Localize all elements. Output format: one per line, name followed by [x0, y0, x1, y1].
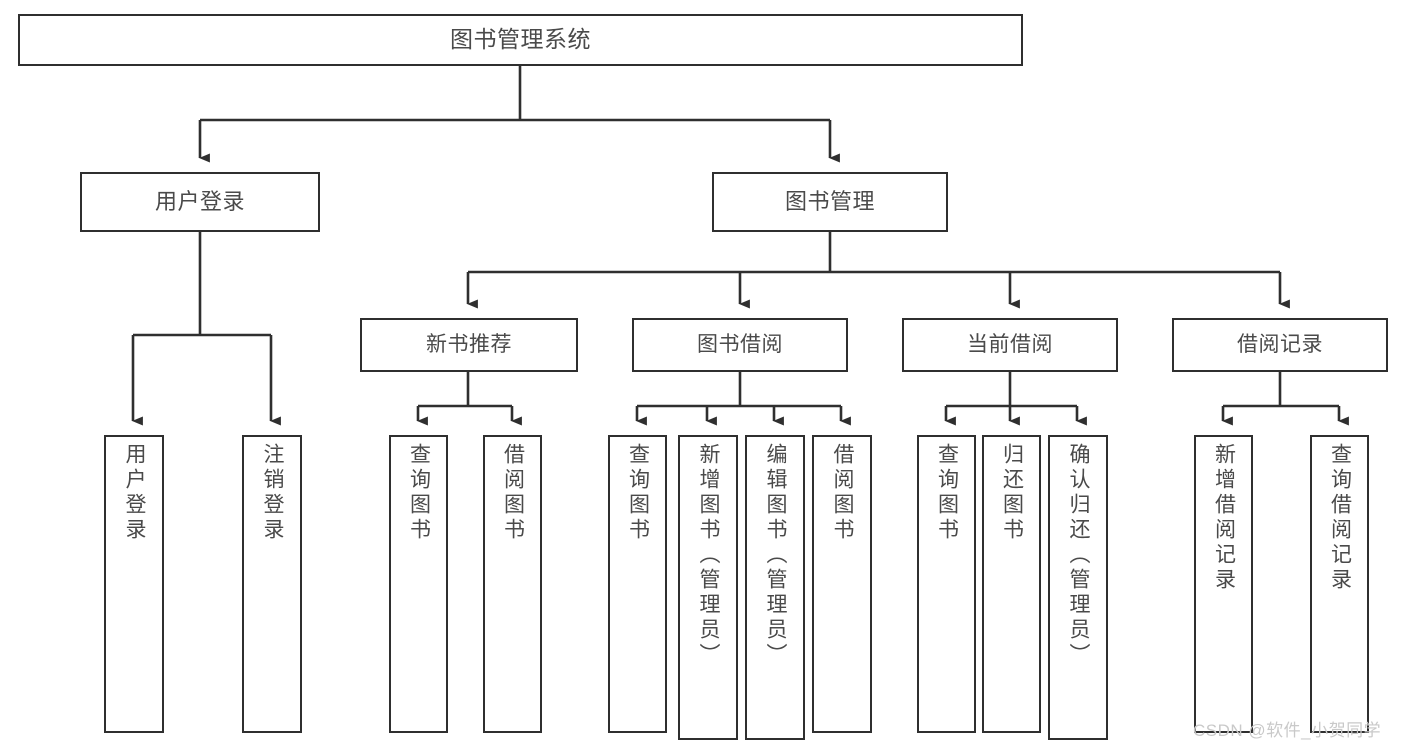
leaf-return-book[interactable]: 归还图书: [982, 435, 1041, 733]
node-current-borrow[interactable]: 当前借阅: [902, 318, 1118, 372]
node-root-label: 图书管理系统: [450, 26, 591, 53]
leaf-edit-book-admin-label: 编辑图书（管理员）: [764, 443, 788, 668]
node-root[interactable]: 图书管理系统: [18, 14, 1023, 66]
csdn-watermark: CSDN @软件_小贺同学: [1193, 721, 1382, 740]
leaf-query-borrow-record-label: 查询借阅记录: [1328, 443, 1352, 593]
leaf-edit-book-admin[interactable]: 编辑图书（管理员）: [745, 435, 805, 740]
node-borrow-record-label: 借阅记录: [1237, 332, 1323, 356]
leaf-return-book-label: 归还图书: [1000, 443, 1024, 543]
leaf-recommend-borrow-book[interactable]: 借阅图书: [483, 435, 542, 733]
leaf-user-login[interactable]: 用户登录: [104, 435, 164, 733]
leaf-confirm-return-admin-label: 确认归还（管理员）: [1067, 443, 1091, 668]
leaf-borrow-book-label: 借阅图书: [831, 443, 855, 543]
leaf-borrow-query-book-label: 查询图书: [626, 443, 650, 543]
node-book-management-label: 图书管理: [784, 189, 875, 215]
node-user-login[interactable]: 用户登录: [80, 172, 320, 232]
leaf-add-borrow-record[interactable]: 新增借阅记录: [1194, 435, 1253, 733]
node-book-borrow-label: 图书借阅: [697, 332, 783, 356]
node-user-login-label: 用户登录: [154, 189, 245, 215]
leaf-add-book-admin-label: 新增图书（管理员）: [697, 443, 721, 668]
node-book-management[interactable]: 图书管理: [712, 172, 948, 232]
leaf-logout[interactable]: 注销登录: [242, 435, 302, 733]
leaf-current-query-book-label: 查询图书: [935, 443, 959, 543]
leaf-user-login-label: 用户登录: [123, 443, 147, 543]
leaf-query-borrow-record[interactable]: 查询借阅记录: [1310, 435, 1369, 733]
leaf-recommend-borrow-book-label: 借阅图书: [501, 443, 525, 543]
leaf-borrow-query-book[interactable]: 查询图书: [608, 435, 667, 733]
node-book-borrow[interactable]: 图书借阅: [632, 318, 848, 372]
leaf-recommend-query-book[interactable]: 查询图书: [389, 435, 448, 733]
leaf-borrow-book[interactable]: 借阅图书: [812, 435, 872, 733]
node-current-borrow-label: 当前借阅: [967, 332, 1053, 356]
node-borrow-record[interactable]: 借阅记录: [1172, 318, 1388, 372]
node-new-book-recommend-label: 新书推荐: [426, 332, 512, 356]
leaf-logout-label: 注销登录: [261, 443, 285, 543]
leaf-add-book-admin[interactable]: 新增图书（管理员）: [678, 435, 738, 740]
leaf-add-borrow-record-label: 新增借阅记录: [1212, 443, 1236, 593]
leaf-current-query-book[interactable]: 查询图书: [917, 435, 976, 733]
node-new-book-recommend[interactable]: 新书推荐: [360, 318, 578, 372]
leaf-confirm-return-admin[interactable]: 确认归还（管理员）: [1048, 435, 1108, 740]
leaf-recommend-query-book-label: 查询图书: [407, 443, 431, 543]
